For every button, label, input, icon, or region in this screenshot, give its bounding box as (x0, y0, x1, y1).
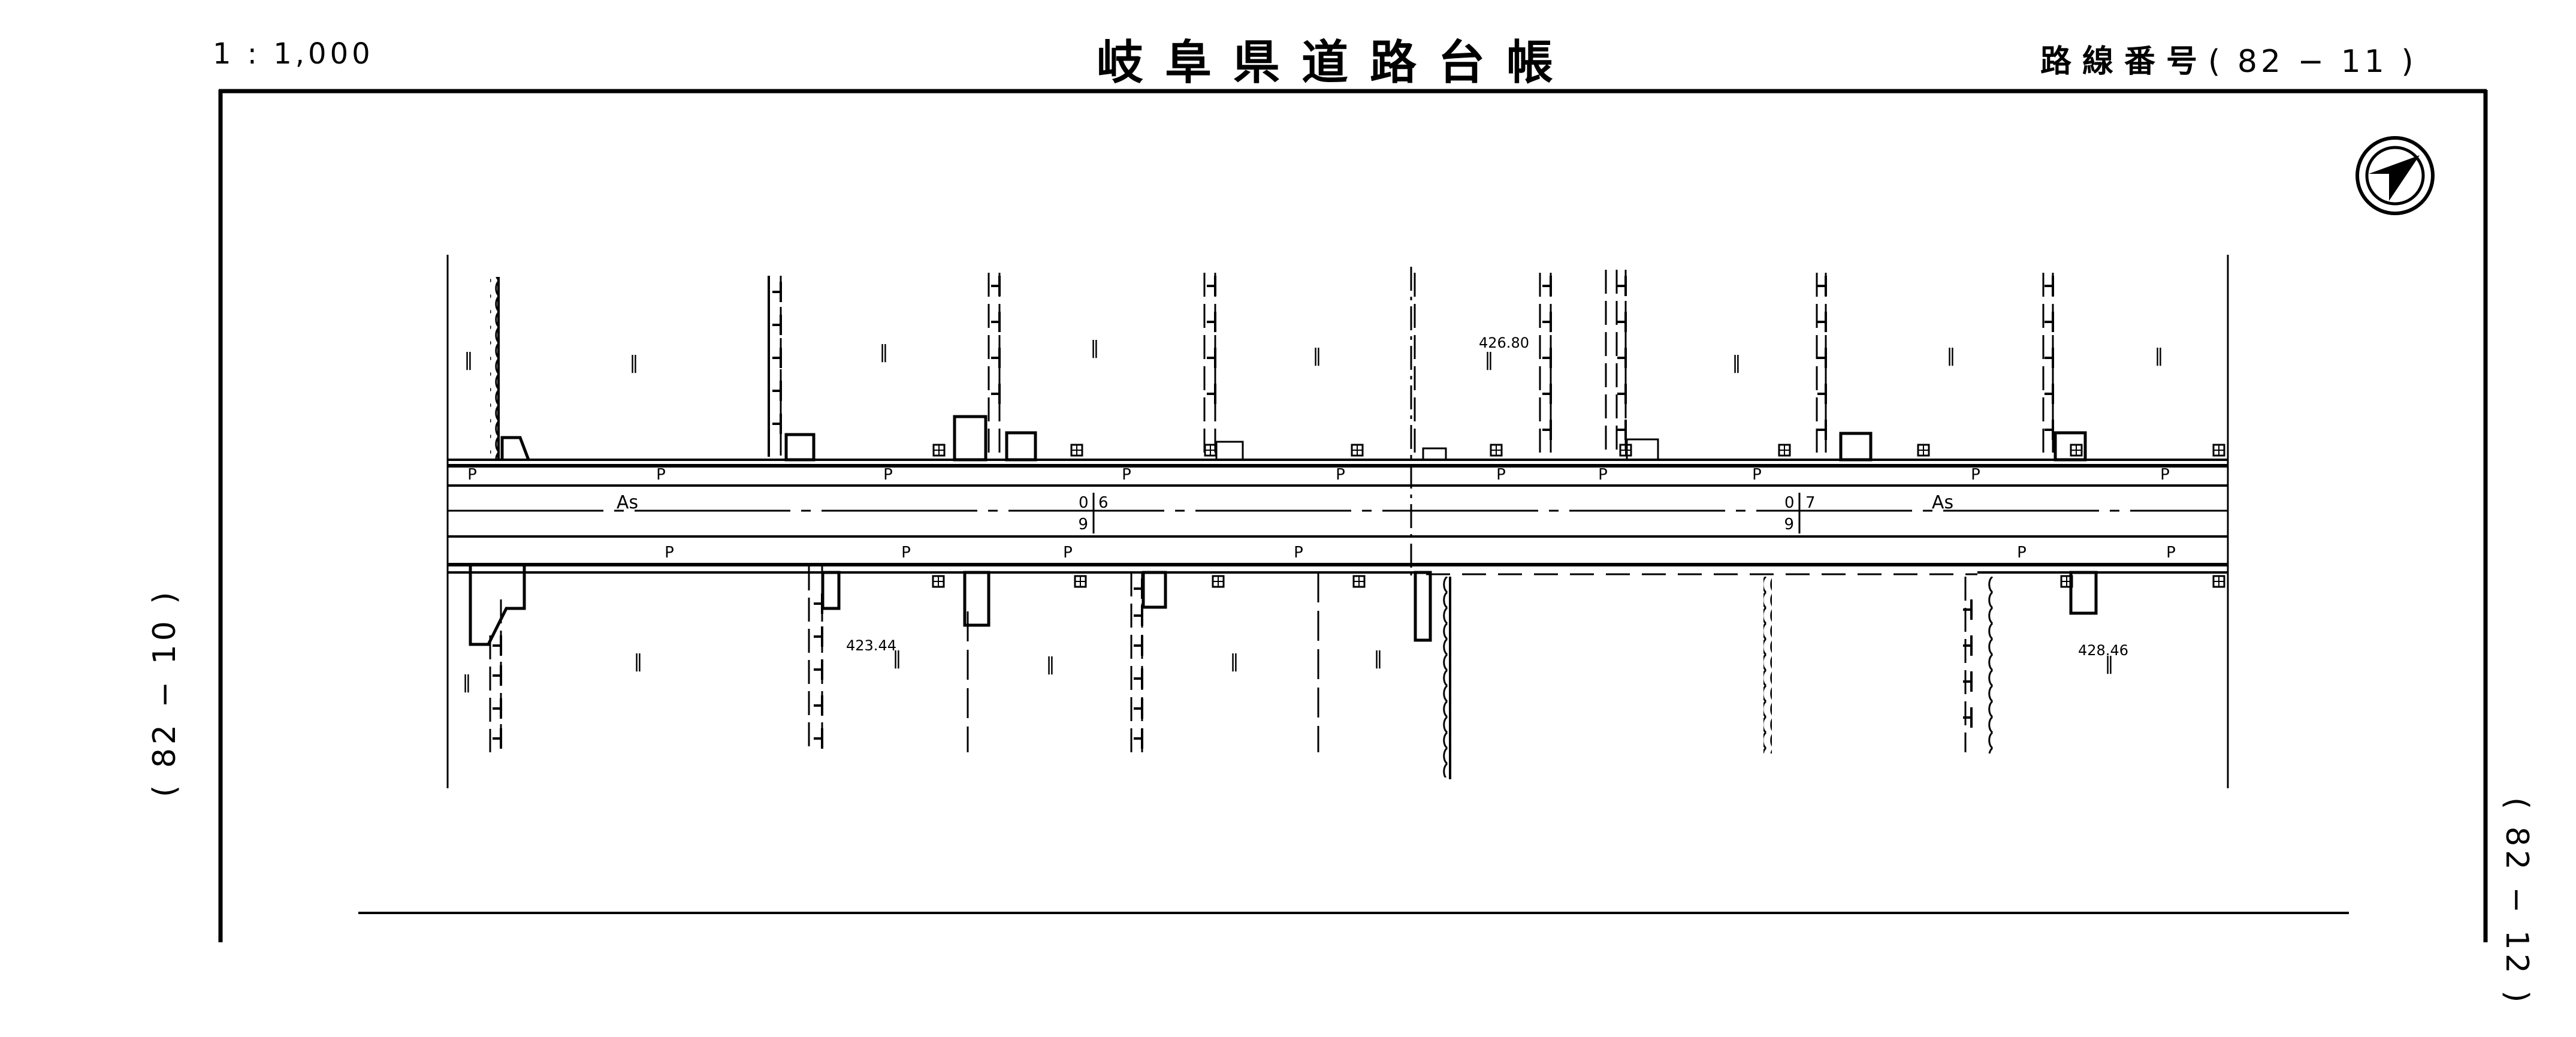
svg-text:‖: ‖ (634, 651, 643, 672)
entrances-south (469, 565, 2098, 646)
station-marker: 0 6 6 (1078, 493, 1109, 533)
svg-text:‖: ‖ (464, 349, 473, 370)
svg-text:6: 6 (1784, 514, 1794, 532)
elevation-label: 423.44 (846, 637, 896, 654)
svg-text:‖: ‖ (1947, 345, 1956, 366)
elevation-label: 428.46 (2078, 642, 2128, 659)
svg-text:‖: ‖ (630, 352, 639, 373)
sidewalk-label: P (883, 466, 893, 484)
svg-text:‖: ‖ (1732, 352, 1741, 373)
pavement-label: As (617, 492, 638, 513)
svg-text:‖: ‖ (1230, 651, 1239, 672)
svg-text:‖: ‖ (2155, 345, 2164, 366)
land-use-symbols: ‖ ‖ ‖ ‖ ‖ ‖ ‖ ‖ ‖ ‖ ‖ ‖ ‖ ‖ ‖ ‖ (463, 337, 2164, 693)
hedge-symbol (490, 277, 1997, 779)
sidewalk-labels: P P P P P P P P P P P P P P P P (467, 466, 2176, 562)
sidewalk-label: P (1752, 466, 1762, 484)
sheet-title: 岐阜県道路台帳 (1097, 36, 1575, 90)
road-plan-drawing: P P P P P P P P P P P P P P P P As As 0 … (218, 89, 2488, 942)
svg-text:0: 0 (1079, 494, 1089, 512)
route-number: 路線番号( 82 − 11 ) (2040, 36, 2417, 81)
route-number-label: 路線番号 (2040, 44, 2209, 80)
elevation-label: 426.80 (1479, 334, 1529, 351)
sidewalk-label: P (1336, 466, 1345, 484)
sidewalk-label: P (1496, 466, 1506, 484)
route-number-value: ( 82 − 11 ) (2208, 44, 2417, 80)
north-arrow-icon (2355, 136, 2435, 215)
station-marker: 0 7 6 (1784, 493, 1816, 533)
sheet-frame (218, 89, 2488, 942)
pavement-label: As (1932, 492, 1953, 513)
entrances-north (500, 415, 2087, 462)
svg-text:‖: ‖ (1374, 648, 1383, 669)
sidewalk-label: P (467, 466, 477, 484)
svg-text:‖: ‖ (1046, 654, 1055, 675)
sidewalk-label: P (2017, 544, 2027, 562)
drawing-extent (446, 255, 2229, 788)
elevation-labels: 426.80 423.44 428.46 (846, 334, 2128, 659)
svg-text:‖: ‖ (880, 342, 889, 363)
road-edges (448, 267, 2228, 575)
fence-symbol-south (489, 566, 1967, 752)
sidewalk-label: P (1063, 544, 1073, 562)
sidewalk-label: P (901, 544, 911, 562)
svg-text:‖: ‖ (463, 672, 472, 693)
svg-text:‖: ‖ (2105, 653, 2114, 674)
sidewalk-label: P (1122, 466, 1131, 484)
svg-text:‖: ‖ (1485, 349, 1494, 370)
sidewalk-label: P (2166, 544, 2176, 562)
sidewalk-label: P (1294, 544, 1303, 562)
scale-label: 1 : 1,000 (213, 37, 374, 71)
svg-text:6: 6 (1078, 514, 1088, 532)
sidewalk-label: P (1598, 466, 1608, 484)
sidewalk-label: P (665, 544, 674, 562)
svg-text:‖: ‖ (1313, 345, 1322, 366)
sidewalk-label: P (656, 466, 666, 484)
svg-text:‖: ‖ (893, 648, 902, 669)
svg-text:‖: ‖ (1091, 337, 1100, 358)
sidewalk-label: P (1971, 466, 1980, 484)
pavement-labels: As As (617, 492, 1953, 513)
svg-text:6: 6 (1098, 494, 1109, 512)
svg-text:0: 0 (1784, 494, 1795, 512)
svg-text:7: 7 (1805, 494, 1816, 512)
sidewalk-label: P (2160, 466, 2170, 484)
